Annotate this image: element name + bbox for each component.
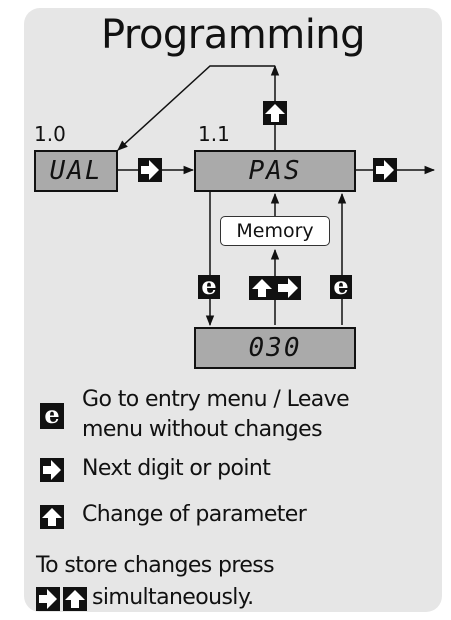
right-key-icon	[36, 587, 60, 611]
node-number-val: 1.0	[34, 122, 66, 146]
display-pas: PAS	[194, 150, 356, 192]
up-key-icon	[263, 101, 287, 125]
right-key-icon	[373, 158, 397, 182]
legend-store-line2: simultaneously.	[92, 585, 254, 610]
enter-key-icon: e	[198, 274, 220, 299]
memory-box: Memory	[220, 216, 330, 246]
enter-key-icon: e	[40, 403, 64, 429]
legend-change: Change of parameter	[82, 502, 307, 527]
enter-key-icon: e	[330, 274, 352, 299]
up-key-icon	[63, 587, 87, 611]
page-title: Programming	[100, 12, 366, 58]
legend-entry-line2: menu without changes	[82, 417, 323, 442]
display-val: UAL	[34, 150, 118, 192]
legend-entry-line1: Go to entry menu / Leave	[82, 387, 350, 412]
legend-store-line1: To store changes press	[36, 553, 275, 578]
right-key-icon	[40, 458, 64, 482]
node-number-pas: 1.1	[198, 122, 230, 146]
up-right-keys-icon	[249, 276, 301, 300]
display-code: 030	[194, 327, 356, 369]
legend-next: Next digit or point	[82, 456, 271, 481]
arrow-back-to-val	[117, 65, 275, 151]
background-panel	[24, 8, 442, 612]
right-key-icon	[138, 158, 162, 182]
up-key-icon	[40, 505, 64, 529]
